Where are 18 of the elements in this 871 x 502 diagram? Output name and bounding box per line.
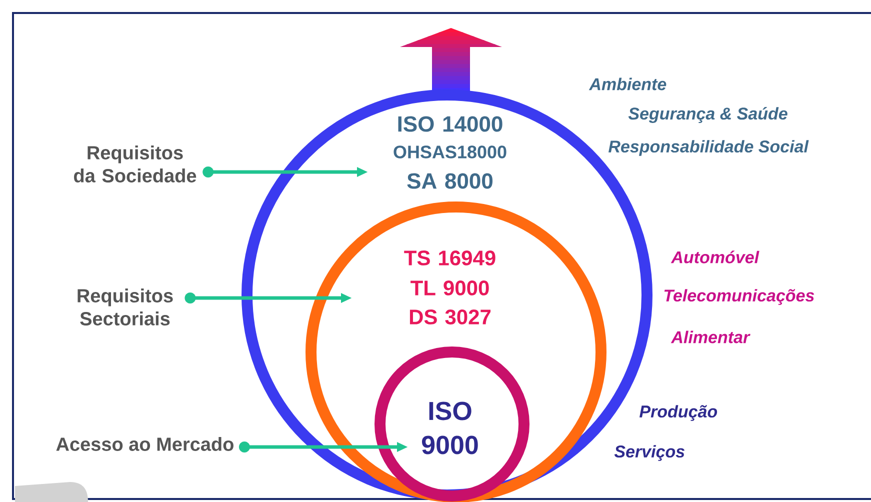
category-label: Automóvel <box>670 250 760 264</box>
ring-label: ISO 9000 <box>422 402 478 454</box>
category-label: Segurança & Saúde <box>628 107 788 123</box>
ring-label: SA 8000 <box>407 173 492 189</box>
category-label: Alimentar <box>670 330 750 344</box>
category-label: Ambiente <box>588 78 666 90</box>
side-heading: Requisitos da Sociedade <box>74 146 196 182</box>
category-label: Responsabilidade Social <box>608 140 809 156</box>
side-heading: Acesso ao Mercado <box>56 437 234 451</box>
category-label: Telecomunicações <box>664 289 814 305</box>
category-label: Produção <box>640 405 718 421</box>
ring-label: OHSAS18000 <box>394 146 506 158</box>
ring-label: TS 16949 <box>404 250 496 266</box>
ring-label: ISO 14000 <box>398 116 502 132</box>
category-label: Serviços <box>614 445 684 461</box>
side-heading: Requisitos Sectoriais <box>78 288 173 326</box>
ring-label: TL 9000 <box>410 280 489 296</box>
ring-label: DS 3027 <box>410 310 490 324</box>
